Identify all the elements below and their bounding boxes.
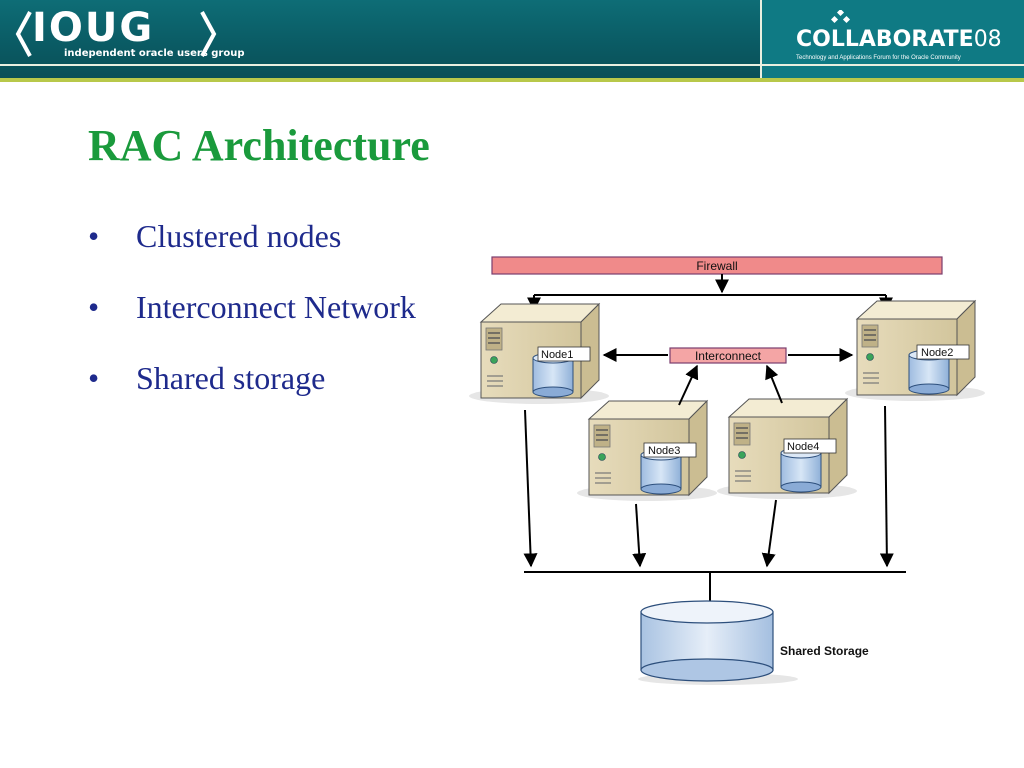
collaborate-tagline: Technology and Applications Forum for th… [796,55,961,61]
node-label-node2: Node2 [916,344,970,360]
bullet-dot: • [88,289,100,325]
interconnect-bar [669,347,787,364]
ioug-bracket-icon [200,11,217,57]
node-label-node4: Node4 [783,438,837,454]
ioug-bracket-icon [15,11,32,57]
bullet-text: Clustered nodes [136,218,342,254]
interconnect-connectors [602,348,854,406]
storage-connectors [523,405,906,616]
shared-storage-label: Shared Storage [780,644,869,658]
header-accent-bar [0,78,1024,82]
svg-text:Node2: Node2 [921,347,953,359]
ioug-tagline: independent oracle users group [64,48,245,59]
slide-header: IOUG independent oracle users group COLL… [0,0,1024,78]
svg-text:Node4: Node4 [787,441,819,453]
svg-text:Node3: Node3 [648,445,680,457]
slide-title: RAC Architecture [88,121,430,170]
firewall-bar [491,256,943,275]
ioug-wordmark: IOUG [32,5,155,51]
node-label-node1: Node1 [537,346,591,362]
collaborate-wordmark: COLLABORATE08 [796,27,1002,53]
collaborate-diamond-icon [831,10,851,24]
bullet-text: Interconnect Network [136,289,416,325]
collaborate-year: 08 [973,27,1002,52]
bullet-dot: • [88,218,100,254]
collaborate-name: COLLABORATE [796,27,974,52]
shared-storage-icon [638,600,798,685]
node-label-node3: Node3 [643,442,697,458]
bullet-text: Shared storage [136,360,326,396]
interconnect-label: Interconnect [695,349,762,363]
firewall-label: Firewall [696,259,737,273]
svg-text:Node1: Node1 [541,349,573,361]
header-divider [0,64,1024,66]
bullet-dot: • [88,360,100,396]
